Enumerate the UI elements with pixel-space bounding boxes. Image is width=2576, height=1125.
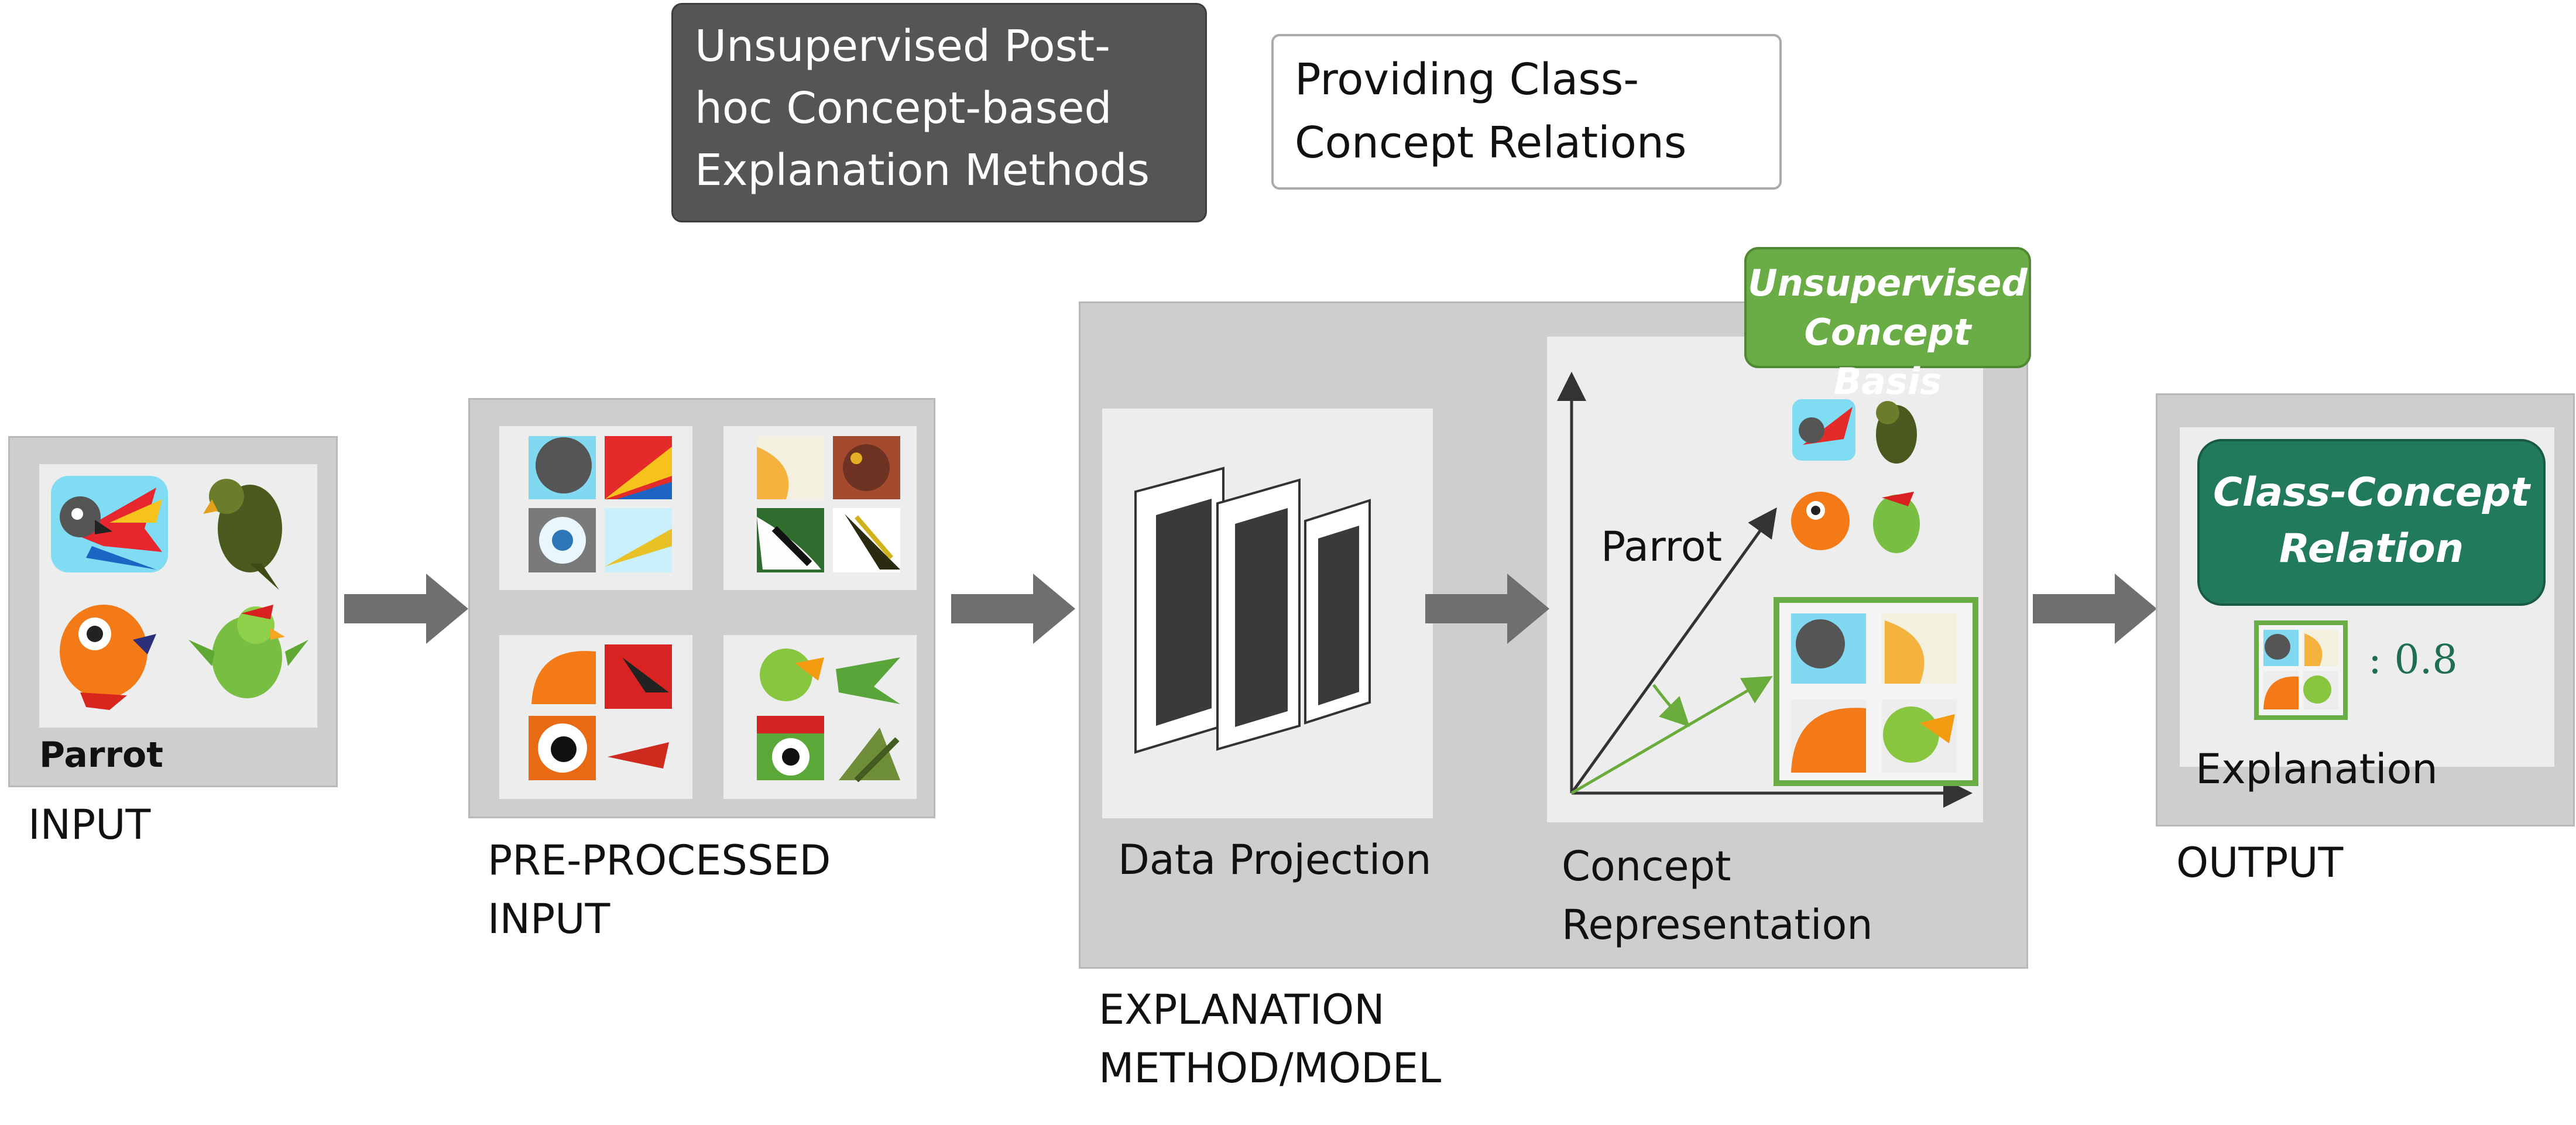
preprocessed-caption-line-2: INPUT [488,895,610,943]
preprocessed-caption-line-1: PRE-PROCESSED [488,836,831,884]
method-family-box: Unsupervised Post- hoc Concept-based Exp… [671,3,1207,222]
parrot-vector [1570,507,1777,794]
concept-thumbnail [2254,620,2348,720]
preprocessed-panel [468,398,935,818]
method-caption-line-2: METHOD/MODEL [1099,1044,1442,1092]
vector-label-parrot: Parrot [1601,523,1723,571]
method-caption: EXPLANATION METHOD/MODEL [1099,980,1441,1097]
arrow-preprocessed-to-method [951,574,1075,644]
relation-line-2: Relation [2279,526,2464,572]
data-projection-label: Data Projection [1118,836,1432,884]
concept-cluster-images [1791,613,1957,773]
concept-vector [1570,675,1773,795]
relations-box: Providing Class- Concept Relations [1271,34,1782,190]
preprocessed-caption: PRE-PROCESSED INPUT [488,831,831,948]
relations-line-2: Concept Relations [1295,118,1687,168]
method-caption-line-1: EXPLANATION [1099,986,1385,1034]
arrow-projection-to-concepts [1425,574,1549,644]
cartoon-parrot-image [188,605,308,698]
badge-line-1: Unsupervised [1748,262,2028,304]
orange-parrot-image [60,605,156,710]
concept-representation-line-1: Concept [1562,842,1731,890]
relation-line-1: Class-Concept [2213,469,2530,516]
relations-line-1: Providing Class- [1295,54,1639,105]
angle-arc [1652,684,1690,728]
concept-space-plot [1557,372,1978,808]
explanation-label: Explanation [2196,745,2438,793]
projection-layers-icon [1134,467,1371,754]
unsupervised-concept-basis-badge: Unsupervised Concept Basis [1744,247,2031,403]
arrow-method-to-output [2033,574,2157,644]
parrot-images [51,476,308,710]
badge-line-2: Concept Basis [1804,311,1971,403]
class-concept-relation-box: Class-Concept Relation [2197,439,2546,606]
output-panel: Class-Concept Relation : 0.8 Explanation [2156,393,2575,826]
input-caption: INPUT [28,801,151,849]
concept-representation-label: Concept Representation [1562,837,1873,954]
output-caption: OUTPUT [2176,839,2344,887]
method-family-line-3: Explanation Methods [695,145,1150,195]
macaw-flying-image [51,476,168,572]
arrow-input-to-preprocessed [344,574,468,644]
green-parrot-image [203,479,282,590]
input-panel: Parrot [8,436,338,787]
class-images [1791,399,1920,553]
method-family-line-1: Unsupervised Post- [695,21,1110,71]
concept-representation-line-2: Representation [1562,901,1873,949]
relation-score: : 0.8 [2368,637,2458,683]
input-image-label: Parrot [39,735,163,776]
preprocessed-patches [529,436,900,783]
method-family-line-2: hoc Concept-based [695,83,1112,133]
